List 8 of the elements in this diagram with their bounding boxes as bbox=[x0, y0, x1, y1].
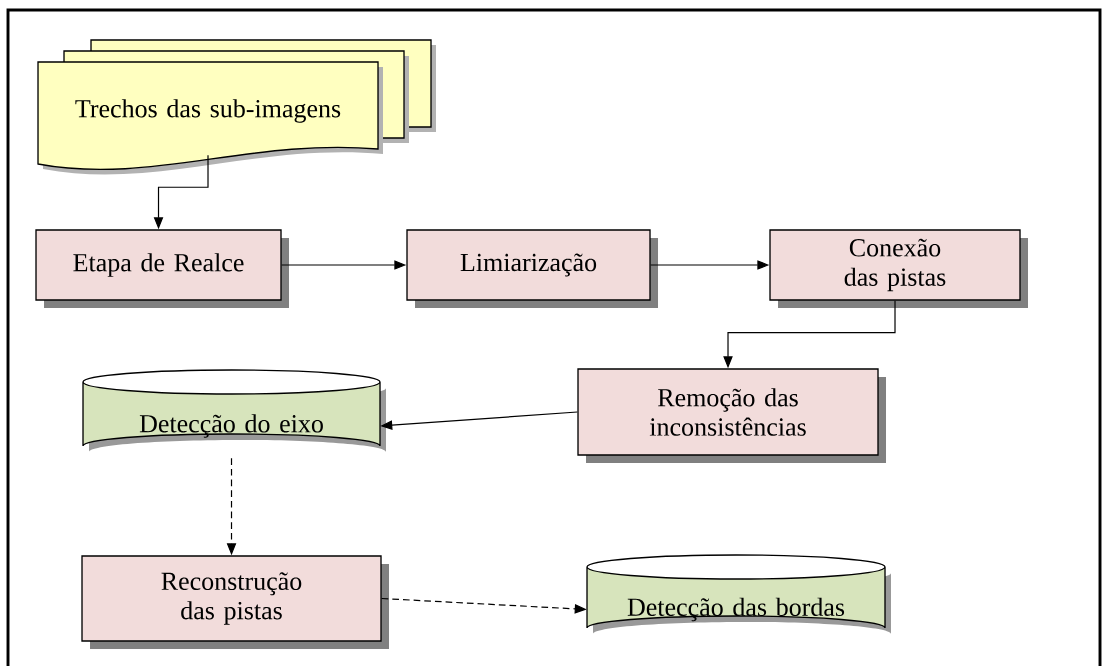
process-box: Remoção das inconsistências bbox=[577, 368, 886, 463]
document-stack: Trechos das sub-imagens bbox=[37, 39, 436, 175]
process-box: Limiarização bbox=[406, 229, 658, 308]
process-box: Conexão das pistas bbox=[769, 229, 1028, 308]
database-cylinder: Detecção do eixo bbox=[82, 369, 386, 452]
process-box: Reconstrução das pistas bbox=[81, 555, 389, 649]
database-cylinder: Detecção das bordas bbox=[586, 554, 891, 634]
process-box: Etapa de Realce bbox=[35, 229, 289, 308]
